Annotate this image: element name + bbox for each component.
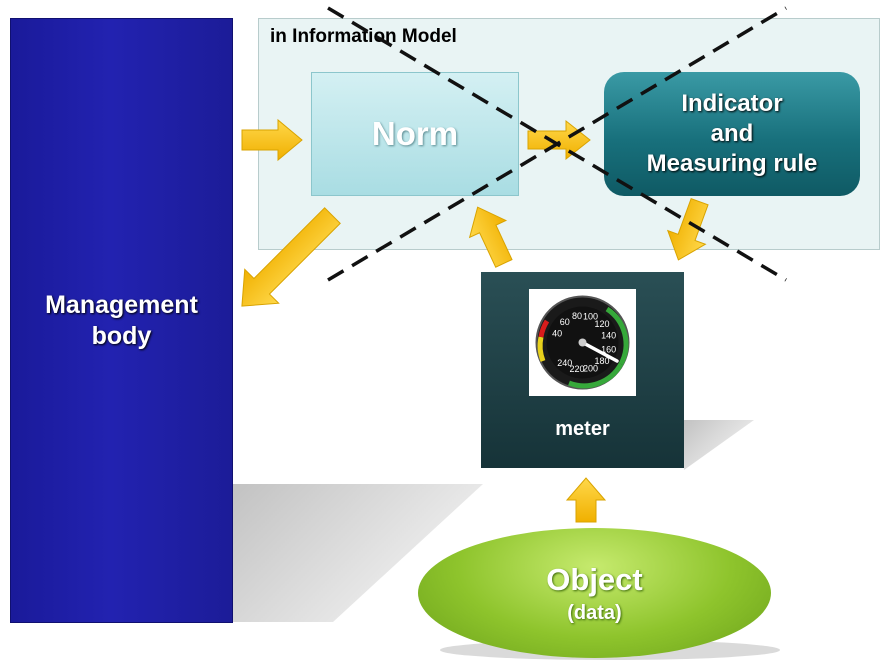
arrow-down-left-icon <box>241 207 341 307</box>
information-model-label: in Information Model <box>270 26 457 47</box>
arrow-up-icon <box>468 206 513 268</box>
arrow-up-icon <box>565 477 607 523</box>
arrow-right-icon <box>241 118 303 162</box>
gauge-tick-label: 120 <box>594 319 609 329</box>
gauge-tick-label: 160 <box>601 344 616 354</box>
arrow-right-icon <box>527 119 591 161</box>
indicator-label: Indicator and Measuring rule <box>646 90 818 177</box>
arrow-down-icon <box>666 197 709 261</box>
object-sublabel: (data) <box>567 601 622 624</box>
gauge-tick-label: 60 <box>560 317 570 327</box>
gauge-tick-label: 100 <box>583 312 598 322</box>
gauge-tick-label: 240 <box>557 358 572 368</box>
object-label: Object <box>546 561 643 597</box>
norm-box: Norm <box>311 72 519 196</box>
management-body-label: Management body <box>45 290 198 350</box>
gauge-tick-label: 140 <box>601 331 616 341</box>
management-body-box: Management body <box>10 18 233 623</box>
gauge-tick-label: 80 <box>572 311 582 321</box>
gauge-tick-label: 200 <box>583 363 598 373</box>
meter-label: meter <box>555 418 610 440</box>
dashed-cross-line <box>327 6 787 282</box>
gauge-tick-label: 40 <box>552 328 562 338</box>
object-ellipse: Object (data) <box>418 528 771 658</box>
gauge-tick-label: 220 <box>569 364 584 374</box>
gauge-tick-label: 180 <box>594 356 609 366</box>
norm-label: Norm <box>371 115 459 152</box>
